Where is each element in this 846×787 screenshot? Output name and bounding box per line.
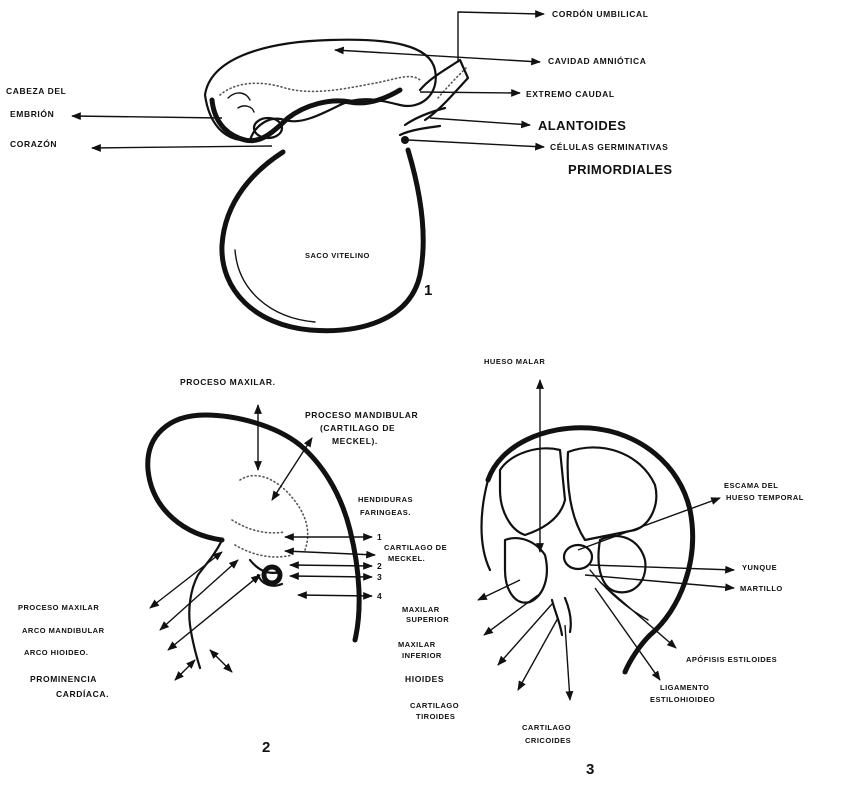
celulas-germinativas-label-1: CÉLULAS GERMINATIVAS xyxy=(550,142,668,152)
cartilago-tiroides-label-1: CARTILAGO xyxy=(410,701,459,710)
hioides-label: HIOIDES xyxy=(405,674,444,684)
ligamento-label-1: LIGAMENTO xyxy=(660,683,709,692)
proceso-maxilar-left-arrow xyxy=(150,552,222,608)
hendiduras-label-1: HENDIDURAS xyxy=(358,495,413,504)
cartilago-tiroides-label-2: TIROIDES xyxy=(416,712,455,721)
figure-1-embryo-sagittal: SACO VITELINO 1 CORDÓN UMBILICAL CAVIDAD… xyxy=(6,8,672,331)
tiroides-arrow xyxy=(518,618,558,690)
cleft-3-arrow xyxy=(290,576,372,577)
apofisis-estiloides-label: APÓFISIS ESTILOIDES xyxy=(686,655,777,664)
yolk-sac-inner xyxy=(235,250,315,322)
proceso-mandibular-label-2: (CARTILAGO DE xyxy=(320,423,395,433)
proceso-mandibular-label-1: PROCESO MANDIBULAR xyxy=(305,410,418,420)
germ-cells-dot xyxy=(401,136,409,144)
corazon-arrow xyxy=(92,146,272,148)
proceso-mandibular-label-3: MECKEL). xyxy=(332,436,378,446)
cabeza-arrow xyxy=(72,116,222,118)
mandibular-dots xyxy=(232,520,292,557)
yolk-sac xyxy=(222,150,423,331)
head-outline xyxy=(148,415,359,640)
figure-2-number: 2 xyxy=(262,739,270,756)
embryo-head-detail xyxy=(228,93,254,112)
alantoides-label: ALANTOIDES xyxy=(538,118,626,133)
figure-3-skull-ossicles: HUESO MALAR ESCAMA DEL HUESO TEMPORAL YU… xyxy=(398,357,804,778)
yunque-arrow xyxy=(590,565,734,570)
prominencia-cardiaca-label-1: PROMINENCIA xyxy=(30,674,97,684)
ossicles xyxy=(564,545,592,569)
maxillary-dots xyxy=(240,476,308,550)
martillo-label: MARTILLO xyxy=(740,584,783,593)
heart-prominence xyxy=(264,567,280,583)
escama-arrow xyxy=(578,498,720,550)
proceso-maxilar-label: PROCESO MAXILAR. xyxy=(180,377,276,387)
prominencia-cardiaca-label-2: CARDÍACA. xyxy=(56,689,109,699)
saco-vitelino-label: SACO VITELINO xyxy=(305,251,370,260)
celulas-arrow xyxy=(408,140,544,147)
maxilar-inferior-label-1: MAXILAR xyxy=(398,640,436,649)
ligamento-label-2: ESTILOHIOIDEO xyxy=(650,695,715,704)
cleft-3-number: 3 xyxy=(377,572,382,582)
meckel-arrow xyxy=(285,551,375,555)
hioides-arrow xyxy=(498,604,552,665)
arco-hioideo-arrow xyxy=(168,575,260,650)
figure-2-face-arches: PROCESO MAXILAR. PROCESO MANDIBULAR (CAR… xyxy=(18,377,447,756)
arco-hioideo-label: ARCO HIOIDEO. xyxy=(24,648,88,657)
cord-line-to-top xyxy=(458,12,540,62)
arco-mandibular-label: ARCO MANDIBULAR xyxy=(22,626,105,635)
cleft-2-arrow xyxy=(290,565,372,566)
frontal-bone xyxy=(500,448,565,535)
hueso-malar-label: HUESO MALAR xyxy=(484,357,545,366)
temporal-bone xyxy=(599,536,646,592)
cartilago-cricoides-label-1: CARTILAGO xyxy=(522,723,571,732)
cabeza-embrion-label-1: CABEZA DEL xyxy=(6,86,66,96)
alantoides-arrow xyxy=(430,118,530,125)
escama-label-2: HUESO TEMPORAL xyxy=(726,493,804,502)
cleft-4-arrow xyxy=(298,595,372,596)
escama-label-1: ESCAMA DEL xyxy=(724,481,778,490)
proceso-maxilar-left-label: PROCESO MAXILAR xyxy=(18,603,99,612)
mandibular-arch-outline xyxy=(189,540,222,625)
cleft-4-number: 4 xyxy=(377,591,382,601)
cartilago-meckel-label-1: CARTILAGO DE xyxy=(384,543,447,552)
hyoid-chain xyxy=(552,598,571,635)
cartilago-cricoides-label-2: CRICOIDES xyxy=(525,736,571,745)
cabeza-embrion-label-2: EMBRIÓN xyxy=(10,108,54,119)
proceso-mand-arrow xyxy=(272,438,312,500)
cleft-1-number: 1 xyxy=(377,532,382,542)
cleft-2-number: 2 xyxy=(377,561,382,571)
figure-1-number: 1 xyxy=(424,282,432,299)
cartilago-meckel-label-2: MECKEL. xyxy=(388,554,425,563)
extremo-caudal-arrow xyxy=(420,92,520,93)
celulas-germinativas-label-2: PRIMORDIALES xyxy=(568,162,672,177)
apofisis-arrow xyxy=(600,582,676,648)
cricoides-arrow xyxy=(565,625,570,700)
hendiduras-label-2: FARINGEAS. xyxy=(360,508,411,517)
extremo-caudal-label: EXTREMO CAUDAL xyxy=(526,89,615,99)
allantois xyxy=(400,108,445,135)
prominencia-arrow xyxy=(175,660,195,680)
prominencia-arrow-2 xyxy=(210,650,232,672)
corazon-label: CORAZÓN xyxy=(10,138,57,149)
maxilar-inferior-label-2: INFERIOR xyxy=(402,651,442,660)
embryo-body xyxy=(212,90,400,141)
yunque-label: YUNQUE xyxy=(742,563,777,572)
skull-inner-left xyxy=(482,480,491,570)
cordon-umbilical-label: CORDÓN UMBILICAL xyxy=(552,8,648,19)
cavidad-arrow xyxy=(335,50,540,62)
embryo-neural-tube xyxy=(220,77,420,95)
figure-3-number: 3 xyxy=(586,761,594,778)
umbilical-cord xyxy=(420,60,468,120)
cavidad-amniotica-label: CAVIDAD AMNIÓTICA xyxy=(548,55,647,66)
maxilar-superior-label-1: MAXILAR xyxy=(402,605,440,614)
maxilar-superior-label-2: SUPERIOR xyxy=(406,615,449,624)
